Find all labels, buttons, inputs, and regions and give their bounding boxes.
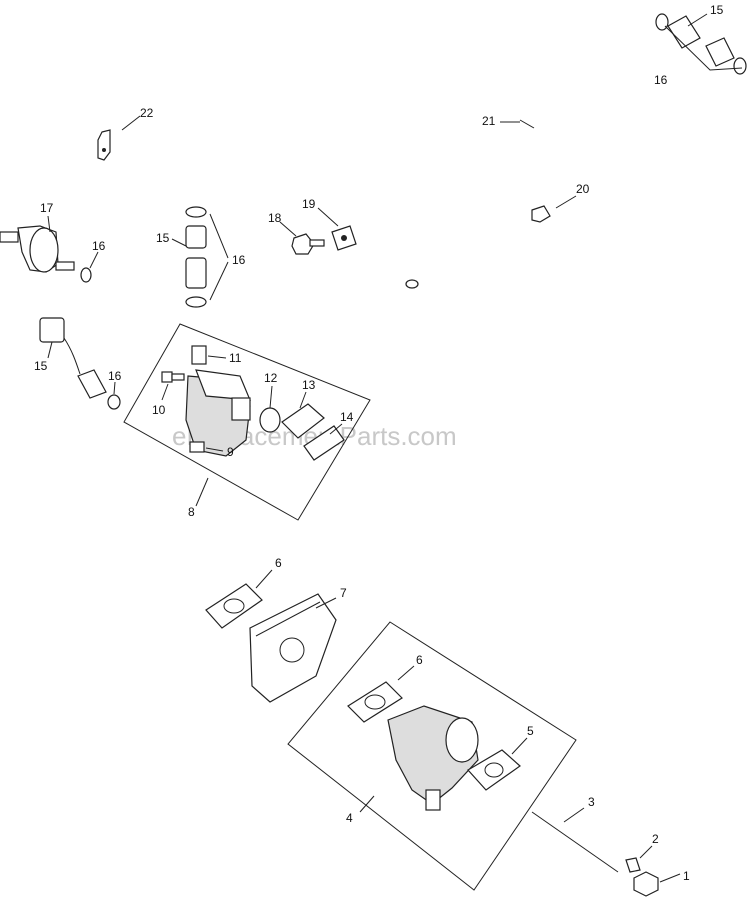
o-ring-part-12[interactable]: [259, 407, 281, 433]
screw-part-9[interactable]: [189, 441, 205, 453]
callout-15-top: 15: [710, 3, 724, 17]
callout-9: 9: [227, 445, 234, 459]
leader-lines: [47, 13, 743, 883]
callout-2: 2: [652, 832, 659, 846]
callout-21: 21: [482, 114, 496, 128]
callout-18: 18: [268, 211, 282, 225]
callout-12: 12: [264, 371, 278, 385]
screw-part-20[interactable]: [531, 205, 551, 223]
callout-19: 19: [302, 197, 316, 211]
hose-part-15-top[interactable]: [667, 15, 735, 67]
bolt-part-18[interactable]: [291, 233, 325, 255]
clamp-part-16-middle[interactable]: [185, 206, 207, 308]
callout-3: 3: [588, 795, 595, 809]
callout-7: 7: [340, 586, 347, 600]
gasket-part-5[interactable]: [467, 749, 521, 791]
callout-16-left: 16: [108, 369, 122, 383]
callout-16-filter: 16: [92, 239, 106, 253]
diaphragm-part-13[interactable]: [281, 403, 325, 439]
gasket-part-14[interactable]: [303, 425, 345, 461]
callout-22: 22: [140, 106, 154, 120]
gasket-part-6-lower[interactable]: [347, 681, 403, 723]
hose-part-15-left[interactable]: [39, 317, 107, 399]
callout-17: 17: [40, 201, 54, 215]
callout-20: 20: [576, 182, 590, 196]
nut-part-1[interactable]: [633, 871, 659, 897]
callout-4: 4: [346, 811, 353, 825]
callout-10: 10: [152, 403, 166, 417]
clamp-part-16-left[interactable]: [107, 394, 121, 410]
callout-1: 1: [683, 869, 690, 883]
callout-16-top: 16: [654, 73, 668, 87]
clip-part-19[interactable]: [331, 225, 357, 251]
gasket-part-6-upper[interactable]: [205, 583, 263, 629]
fuel-line-part-21[interactable]: [315, 10, 659, 289]
hose-part-15-middle[interactable]: [185, 225, 207, 289]
stud-part-3[interactable]: [531, 811, 619, 873]
callout-14: 14: [340, 410, 354, 424]
callout-15-left: 15: [34, 359, 48, 373]
fuel-pump-assembly-part-8[interactable]: [123, 323, 371, 521]
clip-part-22[interactable]: [97, 129, 111, 161]
callout-16-middle: 16: [232, 253, 246, 267]
clamp-part-16-filter[interactable]: [80, 267, 92, 283]
fuel-filter-part-17[interactable]: [0, 225, 75, 273]
fitting-part-11[interactable]: [191, 345, 207, 365]
callout-5: 5: [527, 724, 534, 738]
clamp-part-16-top[interactable]: [655, 13, 747, 75]
callout-8: 8: [188, 505, 195, 519]
washer-part-2[interactable]: [625, 857, 641, 873]
callout-15-middle: 15: [156, 231, 170, 245]
screw-part-10[interactable]: [161, 371, 185, 383]
callout-11: 11: [229, 351, 242, 365]
carburetor-assembly-part-4[interactable]: [287, 621, 577, 891]
heat-shield-part-7[interactable]: [249, 593, 337, 703]
callout-13: 13: [302, 378, 316, 392]
callout-6-upper: 6: [275, 556, 282, 570]
callout-6-lower: 6: [416, 653, 423, 667]
